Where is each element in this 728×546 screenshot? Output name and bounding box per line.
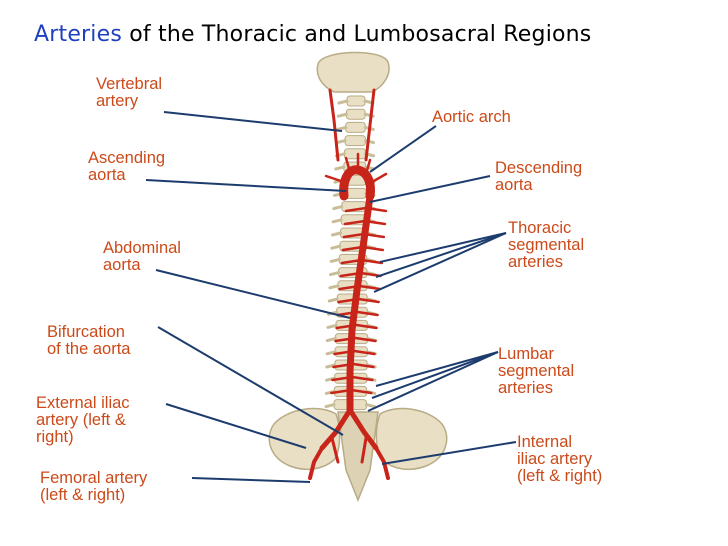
transverse-process (324, 403, 376, 409)
leader-vertebral (163, 111, 343, 132)
leader-thoracic-1 (379, 232, 507, 263)
label-ascending-aorta: Ascending aorta (88, 149, 166, 184)
internal-iliac-vessels (330, 436, 368, 464)
label-femoral-artery: Femoral artery (left & right) (40, 469, 148, 504)
page-title: Arteries of the Thoracic and Lumbosacral… (34, 22, 591, 47)
leader-femoral (191, 477, 311, 483)
vertebra (345, 121, 366, 133)
label-bifurcation: Bifurcation of the aorta (47, 323, 131, 358)
femoral-left-vessel (308, 446, 324, 480)
vertebral-artery-vessel-right (364, 88, 376, 162)
femoral-right-vessel (374, 446, 390, 480)
vertebra (346, 95, 366, 107)
leader-descending (369, 175, 491, 203)
segmental-artery-pair (338, 284, 381, 291)
segmental-artery-pair (342, 232, 386, 239)
leader-aortic-arch (369, 125, 437, 173)
segmental-artery-pair (344, 206, 388, 213)
leader-external-iliac (165, 403, 307, 449)
skull-base (316, 51, 390, 93)
label-descending-aorta: Descending aorta (495, 159, 583, 194)
vertebra (343, 148, 367, 160)
segmental-artery-pair (335, 323, 378, 330)
leader-abdominal (155, 269, 351, 319)
leader-bifurcation (157, 326, 344, 436)
vertebra (345, 108, 366, 120)
leader-lines (145, 111, 517, 483)
label-external-iliac: External iliac artery (left & right) (36, 394, 130, 446)
leader-lumbar-2 (371, 351, 499, 399)
vertebra (344, 135, 366, 147)
segmental-artery-pair (331, 375, 374, 382)
label-abdominal-aorta: Abdominal aorta (103, 239, 181, 274)
segmental-artery-pair (333, 349, 376, 356)
segmental-artery-branches (330, 206, 388, 395)
common-iliac-right (347, 407, 379, 451)
segmental-artery-pair (336, 310, 379, 317)
segmental-artery-pair (332, 362, 375, 369)
label-internal-iliac: Internal iliac artery (left & right) (517, 433, 603, 485)
leader-lumbar-1 (375, 351, 499, 387)
title-rest: of the Thoracic and Lumbosacral Regions (122, 22, 592, 47)
segmental-artery-pair (334, 336, 377, 343)
leader-lumbar-3 (367, 351, 499, 412)
title-accent: Arteries (34, 22, 123, 47)
leader-thoracic-3 (373, 232, 507, 293)
segmental-artery-pair (343, 219, 387, 226)
segmental-artery-pair (340, 258, 384, 265)
label-lumbar-segmental: Lumbar segmental arteries (498, 345, 575, 397)
label-thoracic-segmental: Thoracic segmental arteries (508, 219, 585, 271)
segmental-artery-pair (330, 388, 373, 395)
label-vertebral-artery: Vertebral artery (96, 75, 163, 110)
leader-thoracic-2 (375, 232, 507, 278)
leader-ascending (145, 179, 347, 192)
vertebral-artery-vessel (328, 88, 340, 162)
label-aortic-arch: Aortic arch (432, 108, 511, 126)
segmental-artery-pair (341, 245, 385, 252)
leader-internal-iliac (381, 441, 517, 465)
pelvis-right (375, 407, 448, 471)
arch-branch-vessels (324, 152, 388, 184)
segmental-artery-pair (337, 297, 380, 304)
